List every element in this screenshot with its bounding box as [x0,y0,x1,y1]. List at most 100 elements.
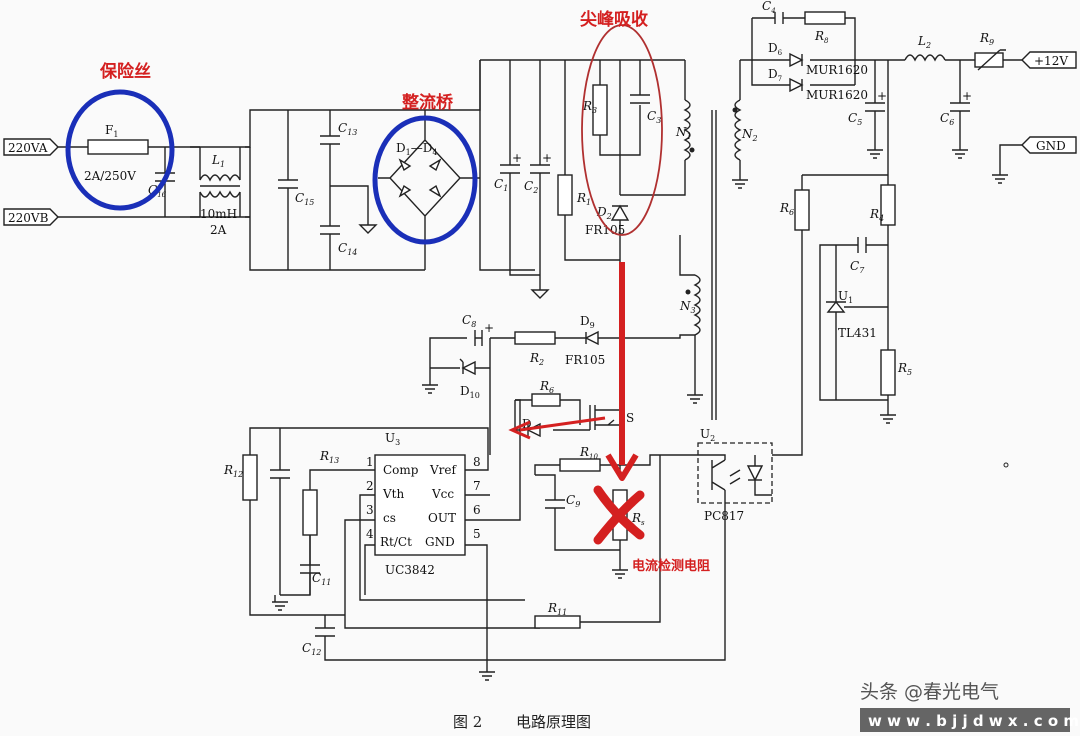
svg-text:R12: R12 [223,463,243,479]
svg-text:R13: R13 [319,449,339,465]
svg-text:8: 8 [473,455,481,469]
terminal-220va-label: 220VA [8,141,48,155]
svg-text:+: + [962,89,972,103]
svg-text:C12: C12 [302,641,321,657]
svg-text:C14: C14 [338,241,357,257]
svg-text:10mH: 10mH [200,207,237,221]
bridge-annotation: 整流桥 [402,92,454,113]
svg-text:6: 6 [473,503,481,517]
svg-text:C3: C3 [647,109,661,125]
svg-text:N3: N3 [679,299,696,315]
watermark-url: w w w . b j j d w x . c o m [868,712,1079,730]
svg-text:D7: D7 [768,67,782,83]
svg-text:cs: cs [383,511,396,525]
svg-text:C4: C4 [762,0,776,15]
svg-text:FR105: FR105 [565,353,605,367]
fuse-highlight-circle [65,89,175,211]
svg-text:C8: C8 [462,313,476,329]
svg-text:2: 2 [366,479,374,493]
terminal-plus12v: +12V [1021,51,1077,69]
svg-text:R8: R8 [814,29,829,45]
svg-text:MUR1620: MUR1620 [806,63,868,77]
svg-text:Vcc: Vcc [431,487,454,501]
fuse-rating: 2A/250V [84,169,136,183]
terminal-gnd: GND [1021,136,1077,154]
svg-text:R1: R1 [576,191,591,207]
svg-text:C2: C2 [524,179,538,195]
bridge-rectifier: D1—D4 [378,110,480,270]
svg-text:R2: R2 [529,351,544,367]
sense-x-mark [593,485,645,545]
svg-text:C15: C15 [295,191,314,207]
svg-text:UC3842: UC3842 [385,563,435,577]
svg-text:D6: D6 [768,41,783,57]
svg-text:R10: R10 [579,445,599,461]
svg-text:MUR1620: MUR1620 [806,88,868,102]
optocoupler-pc817: U2 PC817 [697,427,773,523]
svg-text:D1—D4: D1—D4 [396,141,437,157]
terminal-220vb-label: 220VB [8,211,49,225]
svg-text:4: 4 [366,527,374,541]
svg-text:3: 3 [366,503,374,517]
fuse-annotation: 保险丝 [99,61,151,82]
figure-title: 电路原理图 [516,713,591,731]
fuse-f1 [87,139,149,155]
svg-text:OUT: OUT [428,511,456,525]
svg-text:C11: C11 [312,571,331,587]
svg-text:R6: R6 [539,379,554,395]
terminal-plus12v-label: +12V [1034,54,1068,68]
svg-text:7: 7 [473,479,481,493]
svg-text:Rt/Ct: Rt/Ct [380,535,412,549]
ic-uc3842: Comp Vth cs Rt/Ct Vref Vcc OUT GND 1 2 3… [366,431,481,577]
svg-text:5: 5 [473,527,481,541]
svg-text:L2: L2 [917,34,931,50]
svg-text:R3: R3 [582,99,597,115]
svg-text:C5: C5 [848,111,862,127]
svg-text:Comp: Comp [383,463,419,477]
sense-annotation: 电流检测电阻 [632,558,710,574]
svg-text:R5: R5 [897,361,912,377]
svg-text:C6: C6 [940,111,954,127]
svg-text:R11: R11 [547,601,567,617]
svg-text:R4: R4 [869,207,884,223]
svg-text:C1: C1 [494,177,508,193]
svg-text:C13: C13 [338,121,357,137]
svg-text:C9: C9 [566,493,580,509]
svg-text:Vth: Vth [382,487,404,501]
svg-text:+: + [542,151,552,165]
svg-text:GND: GND [425,535,455,549]
figure-number: 图 2 [453,713,482,731]
svg-text:U1: U1 [838,289,853,305]
svg-text:PC817: PC817 [704,509,744,523]
svg-text:N2: N2 [741,127,758,143]
svg-text:R6: R6 [779,201,794,217]
svg-text:+: + [877,89,887,103]
svg-text:U2: U2 [700,427,715,443]
svg-text:+: + [512,151,522,165]
svg-text:TL431: TL431 [838,326,877,340]
svg-text:+: + [484,321,494,335]
terminal-gnd-label: GND [1036,139,1066,153]
svg-text:D10: D10 [460,384,480,400]
svg-text:N1: N1 [675,125,692,141]
svg-text:C16: C16 [148,183,167,199]
terminal-220va: 220VA [3,138,59,156]
svg-text:U3: U3 [385,431,400,447]
fuse-f1-label: F1 [105,123,118,139]
snubber-annotation: 尖峰吸收 [580,9,648,30]
svg-text:R9: R9 [979,31,994,47]
svg-text:L1: L1 [211,153,225,169]
svg-text:Rs: Rs [631,511,645,527]
svg-text:S: S [626,411,634,425]
svg-text:2A: 2A [210,223,227,237]
svg-text:D9: D9 [580,314,595,330]
snubber-highlight-circle [581,24,663,236]
svg-text:D2: D2 [596,205,612,221]
terminal-220vb: 220VB [3,208,59,226]
bridge-highlight-circle [372,115,478,245]
svg-text:1: 1 [366,455,374,469]
svg-text:C7: C7 [850,259,865,275]
svg-text:Vref: Vref [429,463,458,477]
